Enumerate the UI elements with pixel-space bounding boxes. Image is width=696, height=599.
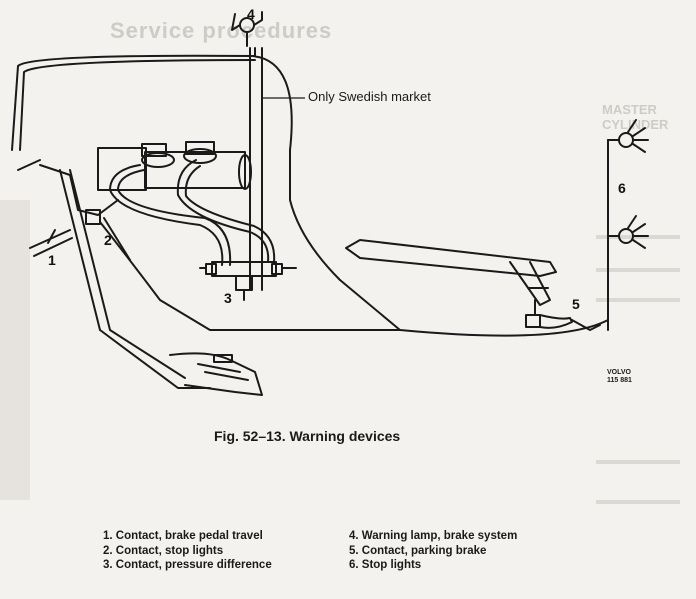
wire-main-loop-inner bbox=[19, 59, 256, 151]
legend-item: 2. Contact, stop lights bbox=[103, 544, 224, 557]
wire-lamp-loop bbox=[251, 55, 609, 337]
hand-pedal-area bbox=[169, 352, 263, 396]
wire-switch-2 bbox=[103, 217, 131, 261]
brake-pipe-2b bbox=[184, 165, 276, 263]
callout-3: 3 bbox=[224, 290, 232, 306]
legend-item: 1. Contact, brake pedal travel bbox=[103, 530, 263, 542]
wire-pedal-switch bbox=[99, 221, 401, 331]
legend-right: 4. Warning lamp, brake system 5. Contact… bbox=[349, 529, 517, 573]
legend-item: 4. Warning lamp, brake system bbox=[349, 530, 518, 542]
wire-main-loop bbox=[11, 47, 256, 151]
callout-4: 4 bbox=[247, 6, 255, 22]
legend-item: 5. Contact, parking brake bbox=[349, 544, 487, 557]
volvo-brand: VOLVO bbox=[607, 369, 631, 376]
bleed-line bbox=[596, 298, 680, 302]
bleed-line bbox=[596, 500, 680, 504]
legend-left: 1. Contact, brake pedal travel 2. Contac… bbox=[103, 529, 272, 573]
market-note: Only Swedish market bbox=[308, 89, 431, 104]
bleed-heading: MASTER CYLINDER bbox=[602, 102, 669, 132]
brake-pipe-1b bbox=[117, 169, 232, 266]
legend-item: 3. Contact, pressure difference bbox=[103, 559, 272, 571]
brake-pipe-2 bbox=[176, 159, 270, 263]
pressure-switch bbox=[199, 261, 297, 301]
bleed-shade bbox=[0, 200, 30, 500]
stop-light-top-icon bbox=[607, 119, 649, 153]
callout-1: 1 bbox=[48, 252, 56, 268]
legend-item: 6. Stop lights bbox=[349, 559, 422, 571]
warning-lamp-icon bbox=[231, 11, 263, 47]
bleed-line bbox=[596, 268, 680, 272]
brake-pedal bbox=[17, 159, 211, 389]
volvo-number: 115 881 bbox=[607, 377, 632, 384]
callout-2: 2 bbox=[104, 232, 112, 248]
parking-brake bbox=[345, 239, 601, 331]
bleed-line bbox=[596, 460, 680, 464]
figure-caption: Fig. 52–13. Warning devices bbox=[214, 428, 401, 444]
callout-6: 6 bbox=[618, 180, 626, 196]
brake-pipe-1 bbox=[109, 164, 224, 266]
stop-light-bottom-icon bbox=[607, 215, 649, 249]
volvo-code: VOLVO 115 881 bbox=[607, 369, 632, 385]
callout-5: 5 bbox=[572, 296, 580, 312]
bleed-title: Service procedures bbox=[110, 18, 333, 43]
